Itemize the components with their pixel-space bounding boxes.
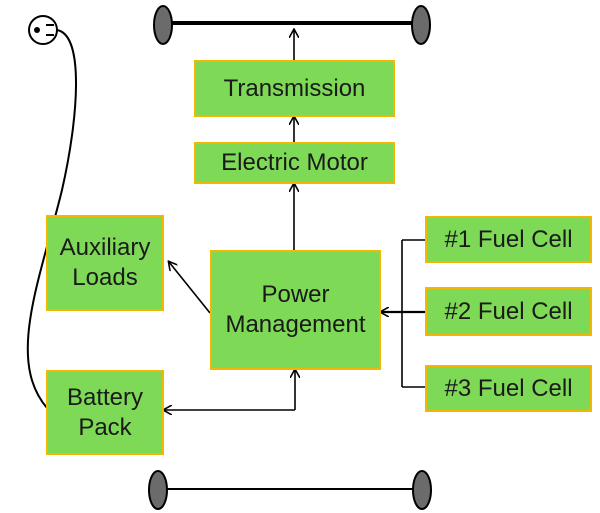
rear-axle xyxy=(148,470,432,510)
fuel-cell-3-label: #3 Fuel Cell xyxy=(444,374,573,402)
power-management-label-line-2: Management xyxy=(225,311,366,338)
charging-cord xyxy=(26,29,77,409)
transmission-label: Transmission xyxy=(223,74,366,102)
auxiliary-loads-label-line-1: Auxiliary xyxy=(59,234,151,261)
electric-motor-box: Electric Motor xyxy=(194,142,395,184)
front-right-wheel-icon xyxy=(411,5,431,45)
power-to-auxiliary-arrow xyxy=(169,262,211,314)
battery-pack-box: Battery Pack xyxy=(46,370,164,455)
auxiliary-loads-label-line-2: Loads xyxy=(72,264,138,291)
battery-pack-label-line-2: Pack xyxy=(78,413,132,441)
fuel-cell-2-label: #2 Fuel Cell xyxy=(444,297,573,325)
electric-motor-label: Electric Motor xyxy=(221,149,368,176)
rear-right-wheel-icon xyxy=(412,470,432,510)
electrical-outlet-icon xyxy=(28,15,58,45)
front-axle xyxy=(153,5,431,45)
power-management-box: Power Management xyxy=(210,250,381,370)
transmission-box: Transmission xyxy=(194,60,395,117)
front-left-wheel-icon xyxy=(153,5,173,45)
battery-pack-label-line-1: Battery xyxy=(66,383,144,411)
auxiliary-loads-box: Auxiliary Loads xyxy=(46,215,164,311)
fuel-cell-2-box: #2 Fuel Cell xyxy=(425,287,592,336)
fuel-cell-1-box: #1 Fuel Cell xyxy=(425,216,592,263)
rear-left-wheel-icon xyxy=(148,470,168,510)
fuel-cell-1-label: #1 Fuel Cell xyxy=(444,225,573,253)
power-management-label-line-1: Power xyxy=(261,281,330,308)
fuel-cell-3-box: #3 Fuel Cell xyxy=(425,365,592,412)
